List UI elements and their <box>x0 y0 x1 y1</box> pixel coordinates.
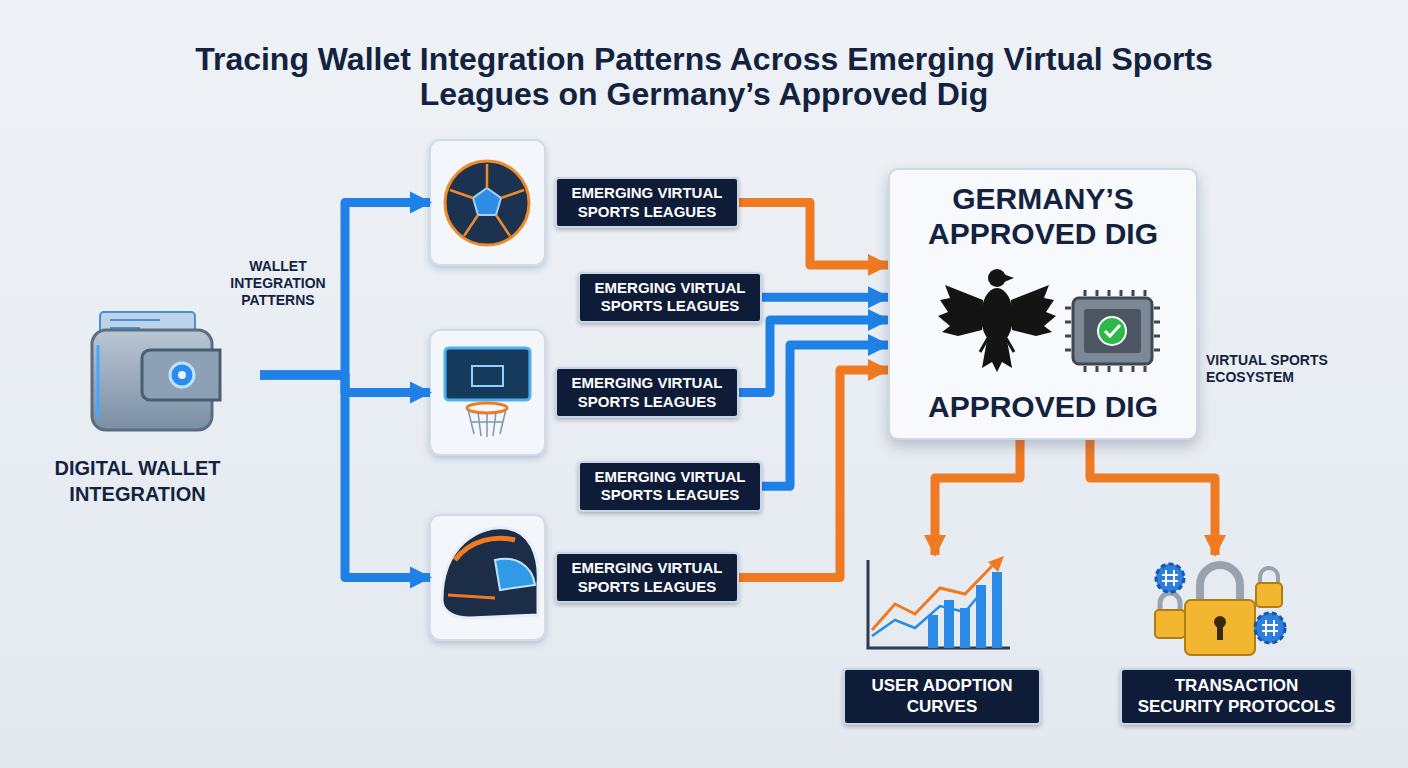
league-tiles <box>430 330 545 455</box>
adoption-chart-icon <box>868 556 1010 648</box>
node-text: EMERGING VIRTUAL SPORTS LEAGUES <box>555 552 739 603</box>
node-text: TRANSACTION SECURITY PROTOCOLS <box>1120 668 1353 725</box>
chip-check-icon <box>1065 290 1160 372</box>
racing-helmet-icon <box>455 538 515 560</box>
league-label: EMERGING VIRTUAL SPORTS LEAGUES <box>578 461 762 512</box>
node-text: USER ADOPTION CURVES <box>843 668 1041 725</box>
annotation-label: WALLET INTEGRATION PATTERNS <box>226 258 330 308</box>
outcome-box: TRANSACTION SECURITY PROTOCOLS <box>1120 555 1353 725</box>
security-lock-icon <box>1262 620 1278 636</box>
security-lock-icon <box>1200 565 1240 602</box>
adoption-chart-icon <box>992 572 1002 648</box>
league-tile: EMERGING VIRTUAL SPORTS LEAGUES <box>430 330 739 455</box>
eagle-chip-emblem <box>890 260 1196 390</box>
wallet-icon <box>97 345 100 418</box>
security-lock-icon <box>1162 570 1178 586</box>
basketball-hoop-icon <box>468 409 506 437</box>
league-tile: EMERGING VIRTUAL SPORTS LEAGUES <box>430 140 739 265</box>
eagle-emblem <box>1003 274 1014 282</box>
eagle-emblem <box>938 285 983 336</box>
node-text: EMERGING VIRTUAL SPORTS LEAGUES <box>555 177 739 228</box>
platform-box: GERMANY’S APPROVED DIG APPROVED DIG <box>888 168 1198 440</box>
flow-arrow <box>739 320 888 393</box>
wallet-icon <box>178 371 186 379</box>
wallet-icon <box>92 312 220 430</box>
adoption-chart-icon <box>928 615 938 648</box>
racing-helmet-icon <box>442 528 538 618</box>
flow-arrow <box>935 440 1020 555</box>
chip-check-icon <box>1084 309 1141 353</box>
racing-helmet-icon <box>442 528 538 618</box>
chip-check-icon <box>1098 317 1126 345</box>
security-lock-icon <box>1155 610 1185 638</box>
security-lock-icon <box>1156 564 1184 592</box>
basketball-hoop-icon <box>445 348 530 437</box>
adoption-chart-icon <box>872 566 992 630</box>
node-text: DIGITAL WALLET INTEGRATION <box>15 455 260 507</box>
title: Tracing Wallet Integration Patterns Acro… <box>134 42 1274 111</box>
chip-check-icon <box>1105 325 1120 336</box>
wallet-icon <box>170 363 194 387</box>
eagle-emblem <box>938 269 1056 372</box>
league-tiles <box>430 515 545 640</box>
chip-check-icon <box>1065 290 1160 372</box>
basketball-hoop-icon <box>472 366 503 386</box>
basketball-hoop-icon <box>445 348 530 400</box>
adoption-chart-icon <box>868 560 1010 648</box>
soccer-ball-icon <box>473 188 501 215</box>
outcome-box: USER ADOPTION CURVES <box>843 555 1041 725</box>
flow-arrow <box>739 203 888 266</box>
soccer-ball-icon <box>445 161 529 245</box>
node-subtext: APPROVED DIG <box>928 390 1158 425</box>
adoption-chart-icon <box>988 556 1004 572</box>
basketball-hoop-icon <box>467 403 507 413</box>
annotation-label: VIRTUAL SPORTS ECOSYSTEM <box>1206 352 1356 386</box>
league-tiles <box>430 140 545 265</box>
security-lock-icon <box>1256 583 1282 607</box>
eagle-emblem <box>982 340 1012 372</box>
adoption-chart-icon <box>960 608 970 648</box>
node-text: EMERGING VIRTUAL SPORTS LEAGUES <box>590 279 750 316</box>
soccer-ball-icon <box>450 164 524 236</box>
chip-check-icon <box>1073 298 1152 364</box>
node-text: EMERGING VIRTUAL SPORTS LEAGUES <box>590 468 750 505</box>
league-tile: EMERGING VIRTUAL SPORTS LEAGUES <box>430 515 739 640</box>
security-lock-icon <box>1185 600 1255 655</box>
league-label: EMERGING VIRTUAL SPORTS LEAGUES <box>578 272 762 323</box>
soccer-ball-icon <box>445 161 529 245</box>
wallet-icon <box>110 319 160 321</box>
eagle-emblem <box>1011 285 1056 336</box>
node-text: EMERGING VIRTUAL SPORTS LEAGUES <box>555 367 739 418</box>
eagle-emblem <box>981 288 1013 344</box>
eagle-emblem <box>988 269 1006 287</box>
racing-helmet-icon <box>448 595 495 598</box>
node-text: GERMANY’S APPROVED DIG <box>900 182 1186 251</box>
eagle-emblem <box>980 338 1014 352</box>
flow-arrow <box>762 293 888 302</box>
league-tiles <box>430 140 545 640</box>
security-lock-icon <box>1217 624 1223 640</box>
flow-arrow <box>260 375 430 578</box>
wallet-node: DIGITAL WALLET INTEGRATION <box>15 305 260 507</box>
security-lock-icon <box>1155 564 1285 655</box>
racing-helmet-icon <box>495 559 535 590</box>
flow-arrow <box>1090 440 1215 555</box>
security-lock-icon <box>1255 613 1285 643</box>
wallet-icon <box>142 350 220 400</box>
